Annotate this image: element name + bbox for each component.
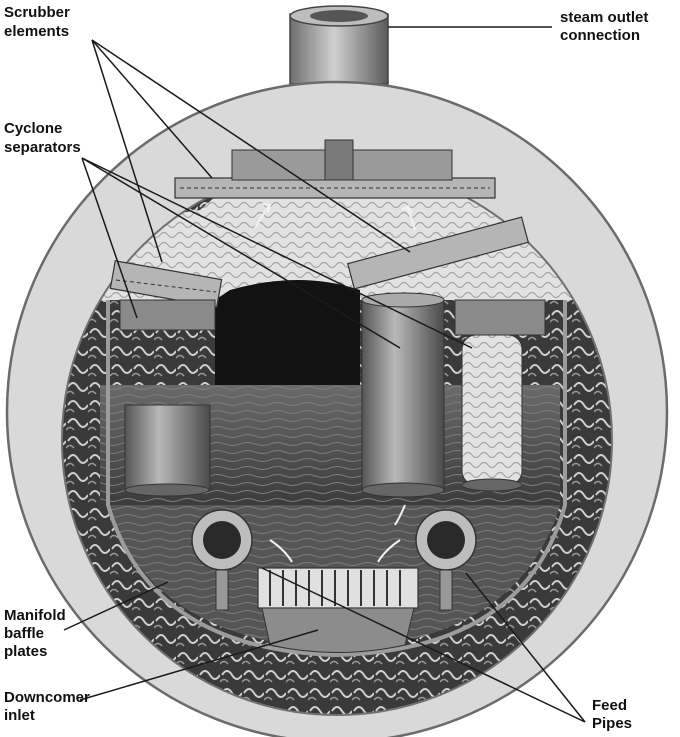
label-manifold-baffle-plates: Manifold baffle plates [4, 607, 70, 660]
leader-lines [63, 26, 586, 723]
label-feed-pipes: Feed Pipes [592, 697, 632, 732]
flow-arrows [254, 203, 416, 563]
feed-pipe-right [415, 509, 477, 611]
label-cyclone-separators: Cyclone separators [4, 120, 81, 156]
label-downcomer-inlet: Downcomer inlet [4, 689, 94, 724]
scrubber-top [174, 139, 496, 199]
cyclone-separator-center [361, 292, 445, 498]
downcomer-grate [257, 567, 419, 653]
cyclone-separator-right [454, 299, 546, 492]
label-steam-outlet-connection: steam outlet connection [560, 9, 653, 44]
feed-pipe-left [191, 509, 253, 611]
label-scrubber-elements: Scrubber elements [4, 4, 74, 40]
steam-outlet-pipe [289, 5, 389, 85]
scrubber-right [346, 216, 530, 290]
scrubber-left [109, 260, 223, 308]
